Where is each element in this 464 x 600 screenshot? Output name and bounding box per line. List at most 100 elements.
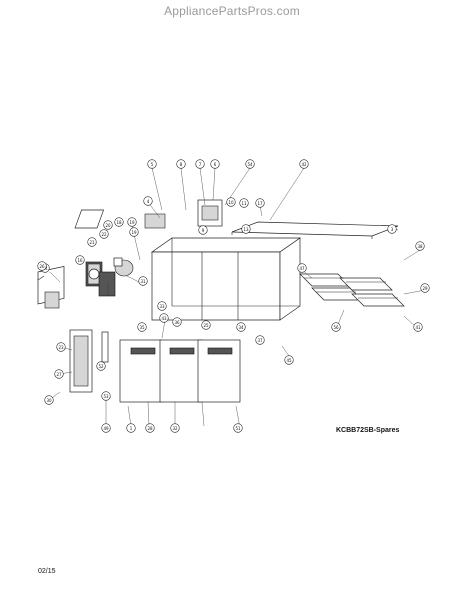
part-callout-9: 9 [198, 225, 208, 235]
part-callout-8: 8 [176, 159, 186, 169]
part-callout-47: 47 [297, 263, 307, 273]
svg-text:17: 17 [257, 201, 263, 206]
revision-date-label: 02/15 [38, 568, 56, 575]
part-callout-52: 52 [96, 361, 106, 371]
part-callout-33: 33 [157, 301, 167, 311]
part-callout-32: 32 [170, 423, 180, 433]
svg-text:13: 13 [243, 227, 249, 232]
svg-text:3: 3 [391, 227, 394, 232]
part-callout-41: 41 [413, 322, 423, 332]
part-callout-30: 30 [44, 395, 54, 405]
svg-text:6: 6 [214, 162, 217, 167]
part-callout-10: 10 [226, 197, 236, 207]
svg-text:42: 42 [301, 162, 307, 167]
svg-text:38: 38 [417, 244, 423, 249]
site-watermark: AppliancePartsPros.com [164, 4, 300, 18]
part-callout-1: 1 [126, 423, 136, 433]
svg-text:1: 1 [130, 426, 133, 431]
svg-text:33: 33 [159, 304, 165, 309]
part-callout-31: 31 [138, 276, 148, 286]
part-callout-56: 56 [331, 322, 341, 332]
countertop [231, 221, 399, 239]
part-callout-22: 22 [99, 229, 109, 239]
svg-text:54: 54 [247, 162, 253, 167]
leader-lines [48, 167, 426, 429]
gasket-panel [69, 329, 109, 393]
svg-text:11: 11 [241, 201, 247, 206]
compressor [98, 257, 134, 297]
part-callout-29: 29 [420, 283, 430, 293]
condensing-unit [37, 265, 65, 309]
part-callout-25: 25 [201, 320, 211, 330]
part-callout-3: 3 [387, 224, 397, 234]
part-callout-7: 7 [195, 159, 205, 169]
svg-text:25: 25 [203, 323, 209, 328]
part-callout-16: 16 [75, 255, 85, 265]
svg-text:30: 30 [46, 398, 52, 403]
part-callout-37: 37 [255, 335, 265, 345]
svg-text:34: 34 [238, 325, 244, 330]
svg-text:19: 19 [131, 230, 137, 235]
part-callout-4: 4 [143, 196, 153, 206]
svg-text:41: 41 [415, 325, 421, 330]
part-callout-18: 18 [114, 217, 124, 227]
svg-text:29: 29 [422, 286, 428, 291]
part-callout-38: 38 [415, 241, 425, 251]
svg-text:4: 4 [147, 199, 150, 204]
svg-text:16: 16 [77, 258, 83, 263]
svg-text:20: 20 [105, 223, 111, 228]
svg-text:36: 36 [174, 320, 180, 325]
part-callout-36: 36 [172, 317, 182, 327]
svg-text:52: 52 [98, 364, 104, 369]
cabinet-body [150, 237, 302, 321]
svg-text:47: 47 [299, 266, 305, 271]
svg-text:56: 56 [333, 325, 339, 330]
svg-text:8: 8 [180, 162, 183, 167]
doors [119, 339, 241, 403]
svg-text:22: 22 [101, 232, 107, 237]
svg-text:35: 35 [139, 325, 145, 330]
svg-text:10: 10 [228, 200, 234, 205]
svg-text:53: 53 [103, 394, 109, 399]
svg-text:21: 21 [89, 240, 95, 245]
svg-text:18: 18 [116, 220, 122, 225]
part-callout-21: 21 [87, 237, 97, 247]
svg-text:37: 37 [257, 338, 263, 343]
svg-text:31: 31 [140, 279, 146, 284]
model-number-label: KCBB72SB-Spares [336, 427, 400, 434]
svg-text:23: 23 [58, 345, 64, 350]
part-callout-26: 26 [37, 261, 47, 271]
part-callout-13: 13 [241, 224, 251, 234]
part-callout-17: 17 [255, 198, 265, 208]
part-callout-28: 28 [145, 423, 155, 433]
evaporator-coil [74, 199, 223, 229]
part-callout-35: 35 [137, 322, 147, 332]
svg-text:7: 7 [199, 162, 202, 167]
part-callout-19b: 19 [129, 227, 139, 237]
svg-text:43: 43 [161, 316, 167, 321]
svg-text:45: 45 [286, 358, 292, 363]
svg-text:32: 32 [172, 426, 178, 431]
part-callout-53: 53 [101, 391, 111, 401]
svg-text:26: 26 [39, 264, 45, 269]
part-callout-34: 34 [236, 322, 246, 332]
part-callout-51: 51 [233, 423, 243, 433]
part-callout-6: 6 [210, 159, 220, 169]
part-callout-27: 27 [54, 369, 64, 379]
svg-text:51: 51 [235, 426, 241, 431]
svg-text:5: 5 [151, 162, 154, 167]
part-callout-49: 49 [101, 423, 111, 433]
part-callout-43: 43 [159, 313, 169, 323]
part-callout-54: 54 [245, 159, 255, 169]
part-callout-45: 45 [284, 355, 294, 365]
part-callout-23: 23 [56, 342, 66, 352]
part-callout-5: 5 [147, 159, 157, 169]
part-callout-11: 11 [239, 198, 249, 208]
part-callout-19: 19 [127, 217, 137, 227]
svg-text:19: 19 [129, 220, 135, 225]
svg-text:9: 9 [202, 228, 205, 233]
svg-text:27: 27 [56, 372, 62, 377]
part-callout-42: 42 [299, 159, 309, 169]
svg-text:28: 28 [147, 426, 153, 431]
